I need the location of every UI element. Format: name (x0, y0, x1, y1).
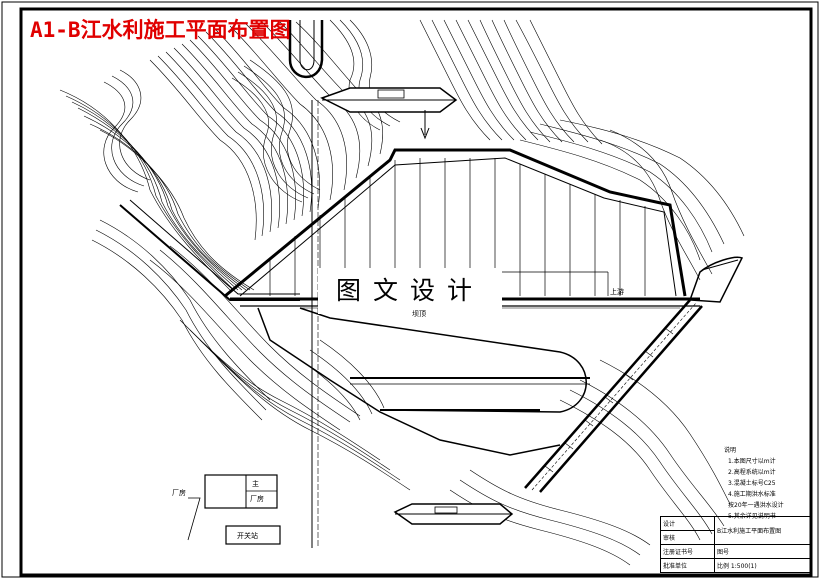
warehouse-label-b: 厂房 (250, 495, 264, 503)
ramp-ticks (544, 327, 674, 473)
upstream-channel (288, 20, 324, 79)
factory-label: 厂房 (172, 489, 186, 497)
left-access-road (119, 204, 300, 301)
inclined-ramp (524, 256, 744, 493)
tb-cert: 注册证书号 (660, 544, 715, 559)
tb-project: B江水利施工平面布置图 (714, 516, 811, 545)
title-block: 设计 B江水利施工平面布置图 审核 注册证书号 图号 批准单位 比例 1:500… (660, 516, 811, 573)
leader-line (187, 497, 201, 541)
warehouse-label-a: 主 (252, 480, 259, 488)
tb-scale: 比例 1:500(1) (714, 558, 811, 573)
lower-cofferdam (393, 503, 514, 525)
note-item: 4.施工期洪水标准 (728, 491, 776, 498)
tb-approver: 批准单位 (660, 558, 715, 573)
upstream-label: 上游 (610, 288, 624, 296)
switch-station-label: 开关站 (237, 532, 258, 540)
stilling-basin (257, 307, 680, 456)
notes-heading: 说明 (724, 447, 737, 454)
tb-drawing-no: 图号 (714, 544, 811, 559)
drawing-title: A1-B江水利施工平面布置图 (30, 18, 291, 42)
contour-lines (59, 19, 745, 566)
upper-cofferdam (320, 87, 458, 113)
note-item: 1.本图尺寸以m计 (728, 458, 776, 465)
tb-reviewer: 审核 (660, 530, 715, 545)
note-item: 3.混凝土标号C25 (728, 480, 776, 487)
dam-crest-label: 坝顶 (412, 310, 426, 318)
watermark-text: 图文设计 (318, 268, 502, 314)
design-notes: 说明 1.本图尺寸以m计 2.高程系统以m计 3.混凝土标号C25 4.施工期洪… (724, 445, 784, 522)
switch-station (225, 525, 281, 545)
factory-building (204, 474, 278, 509)
tb-designer: 设计 (660, 516, 715, 531)
sheet-border (19, 7, 813, 577)
note-item: 按20年一遇洪水设计 (728, 502, 784, 509)
note-item: 2.高程系统以m计 (728, 469, 776, 476)
